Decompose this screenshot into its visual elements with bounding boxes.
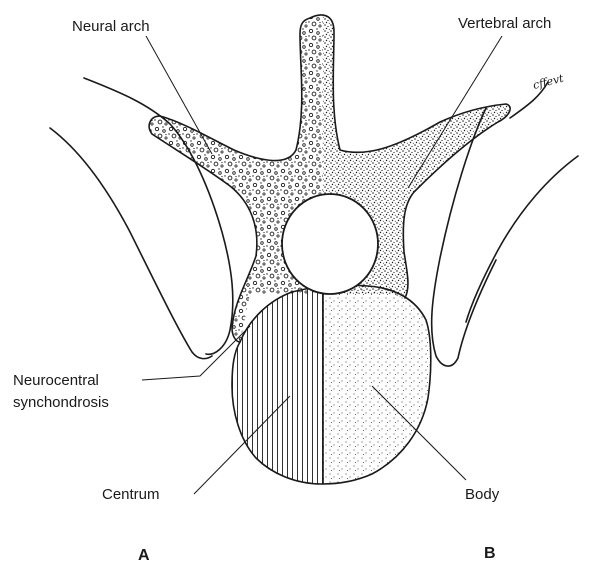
- vertebral-foramen: [282, 194, 378, 294]
- label-centrum: Centrum: [102, 486, 160, 503]
- label-vertebral-arch: Vertebral arch: [458, 15, 551, 32]
- label-neurocentral-line2: synchondrosis: [13, 394, 109, 411]
- panel-label-b: B: [484, 545, 496, 562]
- label-neurocentral-line1: Neurocentral: [13, 372, 99, 389]
- label-neural-arch: Neural arch: [72, 18, 150, 35]
- left-rib-lower-edge: [50, 128, 212, 359]
- label-body: Body: [465, 486, 500, 503]
- panel-label-a: A: [138, 547, 150, 564]
- right-rib-lower-edge: [466, 156, 578, 322]
- artist-signature: cffevt: [532, 72, 566, 92]
